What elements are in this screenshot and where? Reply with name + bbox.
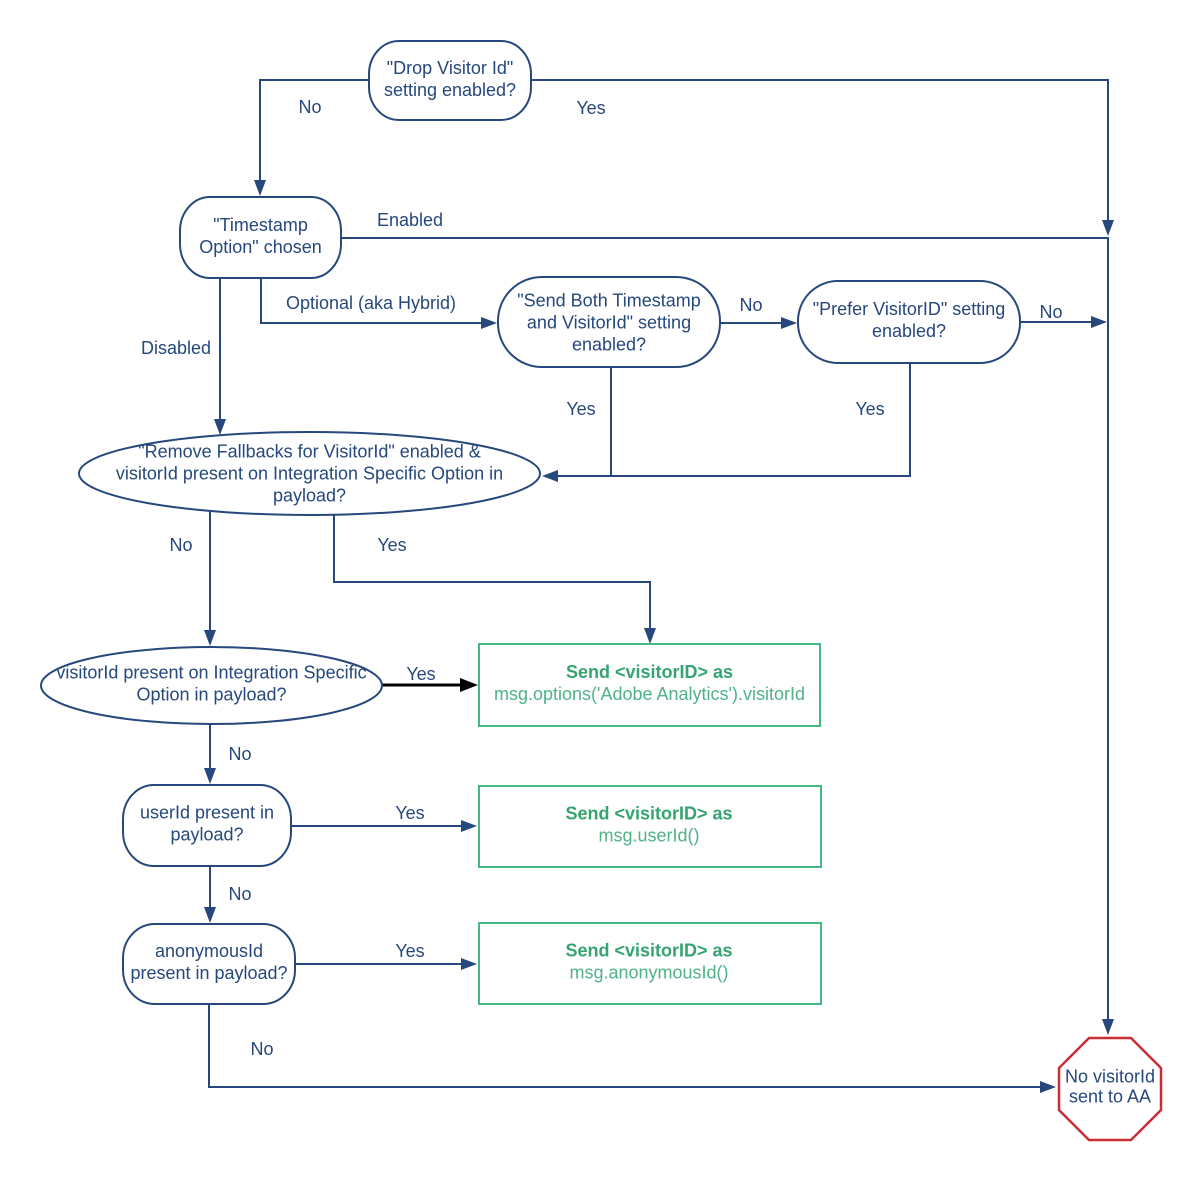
svg-text:payload?: payload? bbox=[273, 486, 346, 506]
svg-text:No: No bbox=[169, 535, 192, 555]
svg-text:Send <visitorID> as: Send <visitorID> as bbox=[565, 941, 732, 961]
svg-text:Yes: Yes bbox=[566, 399, 595, 419]
svg-text:Optional (aka Hybrid): Optional (aka Hybrid) bbox=[286, 293, 456, 313]
svg-text:Yes: Yes bbox=[377, 535, 406, 555]
svg-text:Send <visitorID> as: Send <visitorID> as bbox=[565, 804, 732, 824]
svg-text:sent to AA: sent to AA bbox=[1069, 1087, 1151, 1107]
svg-text:userId present in: userId present in bbox=[140, 803, 274, 823]
svg-text:visitorId present on Integrati: visitorId present on Integration Specifi… bbox=[116, 464, 503, 484]
svg-text:visitorId present on Integrati: visitorId present on Integration Specifi… bbox=[56, 663, 366, 683]
svg-text:Option in payload?: Option in payload? bbox=[136, 685, 286, 705]
svg-text:"Prefer VisitorID" setting: "Prefer VisitorID" setting bbox=[813, 299, 1006, 319]
svg-text:"Timestamp: "Timestamp bbox=[213, 215, 308, 235]
svg-text:Enabled: Enabled bbox=[377, 210, 443, 230]
svg-text:setting enabled?: setting enabled? bbox=[384, 80, 516, 100]
svg-text:Yes: Yes bbox=[576, 98, 605, 118]
svg-text:msg.options('Adobe Analytics'): msg.options('Adobe Analytics').visitorId bbox=[494, 684, 805, 704]
svg-text:Yes: Yes bbox=[395, 941, 424, 961]
svg-text:No: No bbox=[1039, 302, 1062, 322]
svg-text:Option" chosen: Option" chosen bbox=[199, 237, 321, 257]
svg-text:msg.userId(): msg.userId() bbox=[598, 826, 699, 846]
svg-text:Yes: Yes bbox=[395, 803, 424, 823]
svg-text:enabled?: enabled? bbox=[572, 335, 646, 355]
svg-text:Disabled: Disabled bbox=[141, 338, 211, 358]
svg-text:Yes: Yes bbox=[406, 664, 435, 684]
svg-text:and VisitorId" setting: and VisitorId" setting bbox=[527, 313, 691, 333]
svg-text:anonymousId: anonymousId bbox=[155, 941, 263, 961]
svg-text:Yes: Yes bbox=[855, 399, 884, 419]
svg-text:msg.anonymousId(): msg.anonymousId() bbox=[569, 963, 728, 983]
svg-text:"Remove Fallbacks for VisitorI: "Remove Fallbacks for VisitorId" enabled… bbox=[138, 442, 481, 462]
svg-text:payload?: payload? bbox=[170, 825, 243, 845]
svg-text:present in payload?: present in payload? bbox=[130, 963, 287, 983]
svg-text:"Drop Visitor Id": "Drop Visitor Id" bbox=[387, 58, 514, 78]
svg-text:No: No bbox=[250, 1039, 273, 1059]
svg-text:enabled?: enabled? bbox=[872, 321, 946, 341]
svg-text:"Send Both Timestamp: "Send Both Timestamp bbox=[517, 291, 700, 311]
svg-text:No: No bbox=[228, 884, 251, 904]
svg-text:No: No bbox=[228, 744, 251, 764]
svg-text:No: No bbox=[739, 295, 762, 315]
svg-text:No visitorId: No visitorId bbox=[1065, 1067, 1155, 1087]
svg-text:No: No bbox=[298, 97, 321, 117]
svg-text:Send <visitorID> as: Send <visitorID> as bbox=[566, 662, 733, 682]
